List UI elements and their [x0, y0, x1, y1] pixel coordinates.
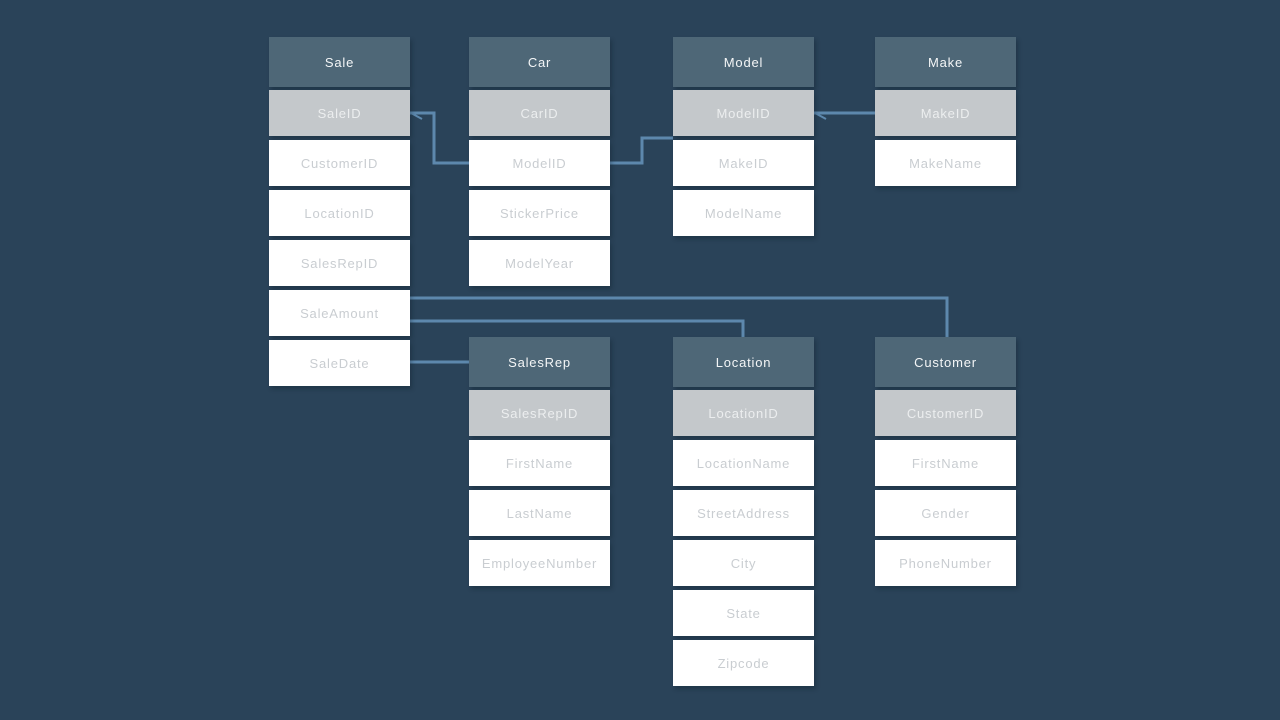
field-row: StreetAddress: [673, 490, 814, 536]
field-row: Gender: [875, 490, 1016, 536]
table-title: Make: [875, 37, 1016, 87]
field-row: LocationName: [673, 440, 814, 486]
field-row: ModelID: [469, 140, 610, 186]
primary-key-row: SalesRepID: [469, 390, 610, 436]
field-row: LocationID: [269, 190, 410, 236]
field-row: Zipcode: [673, 640, 814, 686]
table-title: Sale: [269, 37, 410, 87]
primary-key-row: SaleID: [269, 90, 410, 136]
field-row: FirstName: [469, 440, 610, 486]
connector-arrow-tick: [814, 112, 827, 120]
field-row: SalesRepID: [269, 240, 410, 286]
field-row: State: [673, 590, 814, 636]
field-row: PhoneNumber: [875, 540, 1016, 586]
field-row: ModelName: [673, 190, 814, 236]
field-row: LastName: [469, 490, 610, 536]
table-title: Location: [673, 337, 814, 387]
field-row: StickerPrice: [469, 190, 610, 236]
field-row: EmployeeNumber: [469, 540, 610, 586]
connector-sale-saleamount: [410, 296, 949, 337]
connector-car-modelid: [610, 136, 673, 165]
field-row: ModelYear: [469, 240, 610, 286]
connector-sale-saleamount: [410, 319, 745, 337]
field-row: CustomerID: [269, 140, 410, 186]
primary-key-row: CarID: [469, 90, 610, 136]
primary-key-row: ModelID: [673, 90, 814, 136]
primary-key-row: CustomerID: [875, 390, 1016, 436]
field-row: SaleAmount: [269, 290, 410, 336]
field-row: MakeName: [875, 140, 1016, 186]
field-row: City: [673, 540, 814, 586]
field-row: SaleDate: [269, 340, 410, 386]
primary-key-row: LocationID: [673, 390, 814, 436]
primary-key-row: MakeID: [875, 90, 1016, 136]
table-title: SalesRep: [469, 337, 610, 387]
field-row: FirstName: [875, 440, 1016, 486]
connector-sale-saleid: [410, 111, 469, 165]
field-row: MakeID: [673, 140, 814, 186]
table-title: Car: [469, 37, 610, 87]
table-title: Customer: [875, 337, 1016, 387]
table-title: Model: [673, 37, 814, 87]
connector-arrow-tick: [410, 112, 423, 120]
